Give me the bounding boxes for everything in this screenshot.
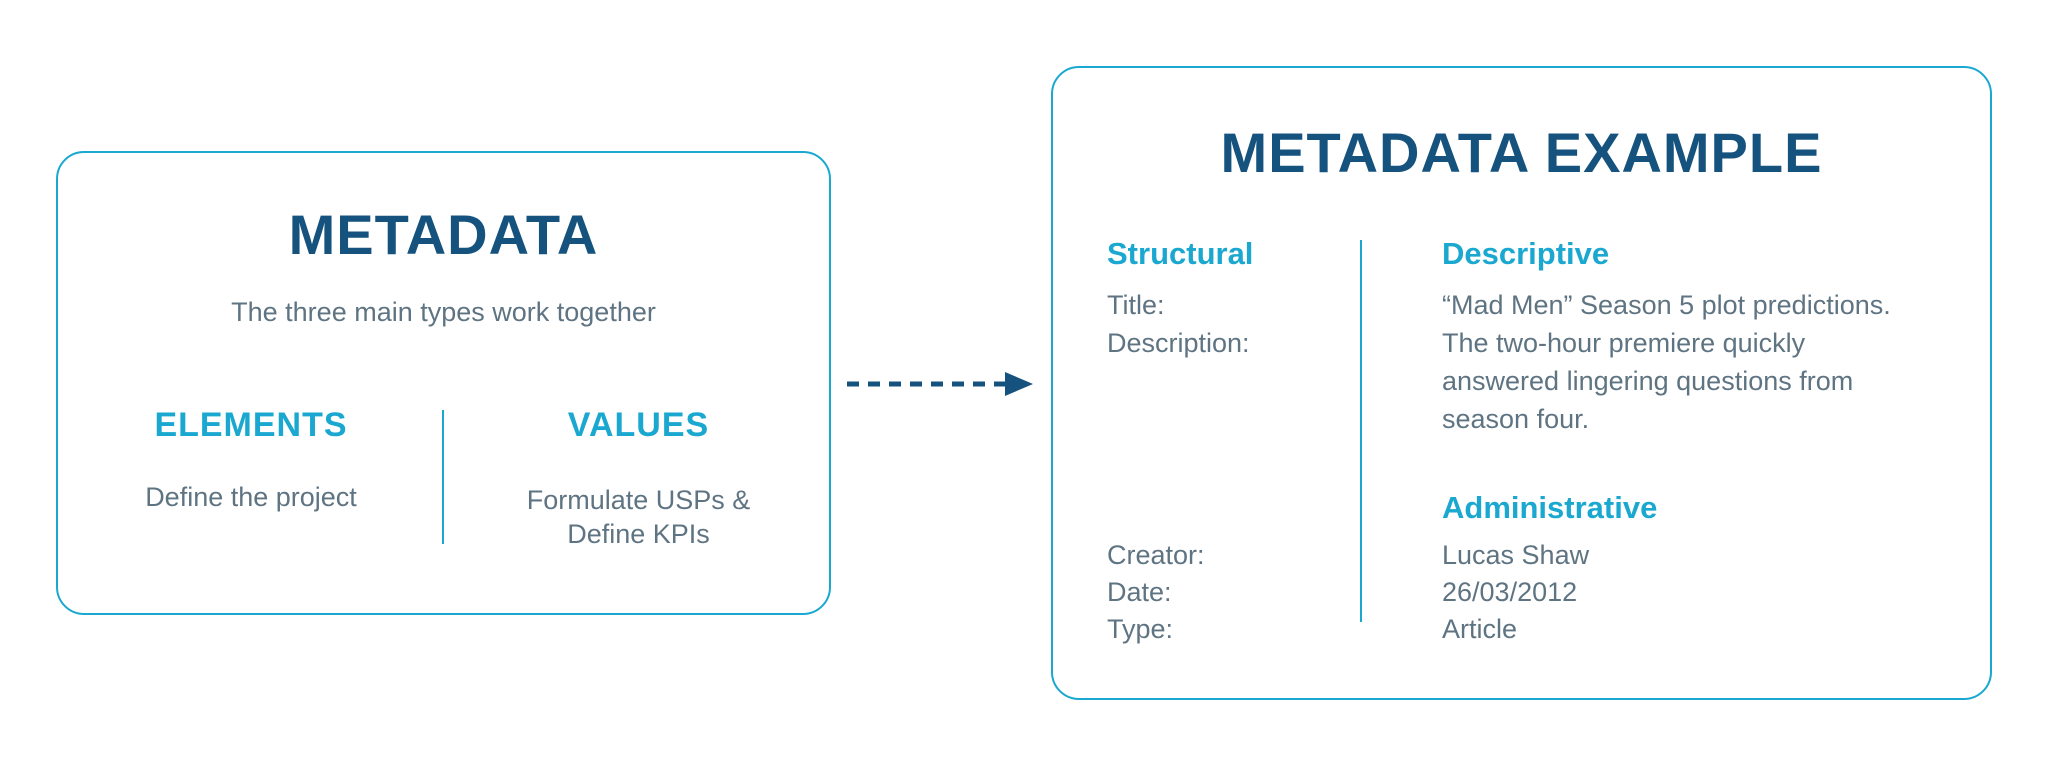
type-value: Article	[1442, 614, 1518, 644]
metadata-example-card: METADATA EXAMPLE Structural Descriptive …	[1051, 66, 1992, 700]
dashed-arrow-right-icon	[847, 372, 1033, 396]
structural-heading: Structural	[1107, 236, 1254, 271]
type-label: Type:	[1107, 614, 1174, 644]
left-card-column-divider	[442, 410, 444, 544]
title-value: “Mad Men” Season 5 plot predictions.	[1442, 290, 1891, 320]
creator-value: Lucas Shaw	[1442, 540, 1590, 570]
title-label: Title:	[1107, 290, 1165, 320]
values-description: Formulate USPs & Define KPIs	[444, 483, 833, 551]
elements-heading: ELEMENTS	[154, 406, 348, 444]
right-card-column-divider	[1360, 240, 1362, 622]
description-value-line: season four.	[1442, 404, 1590, 434]
description-value-line: answered lingering questions from	[1442, 366, 1854, 396]
date-value: 26/03/2012	[1442, 577, 1578, 607]
values-description-line: Define KPIs	[567, 519, 710, 549]
description-value: The two-hour premiere quickly answered l…	[1442, 324, 1853, 438]
creator-label: Creator:	[1107, 540, 1205, 570]
right-card-title: METADATA EXAMPLE	[1220, 121, 1823, 184]
description-value-line: The two-hour premiere quickly	[1442, 328, 1806, 358]
values-heading: VALUES	[567, 406, 710, 444]
left-card-title: METADATA	[288, 203, 599, 266]
date-label: Date:	[1107, 577, 1172, 607]
values-description-line: Formulate USPs &	[526, 485, 751, 515]
metadata-overview-card: METADATA The three main types work toget…	[56, 151, 831, 615]
administrative-heading: Administrative	[1442, 490, 1658, 525]
elements-description: Define the project	[145, 482, 357, 512]
descriptive-heading: Descriptive	[1442, 236, 1610, 271]
left-card-subtitle: The three main types work together	[231, 297, 656, 327]
description-label: Description:	[1107, 328, 1250, 358]
